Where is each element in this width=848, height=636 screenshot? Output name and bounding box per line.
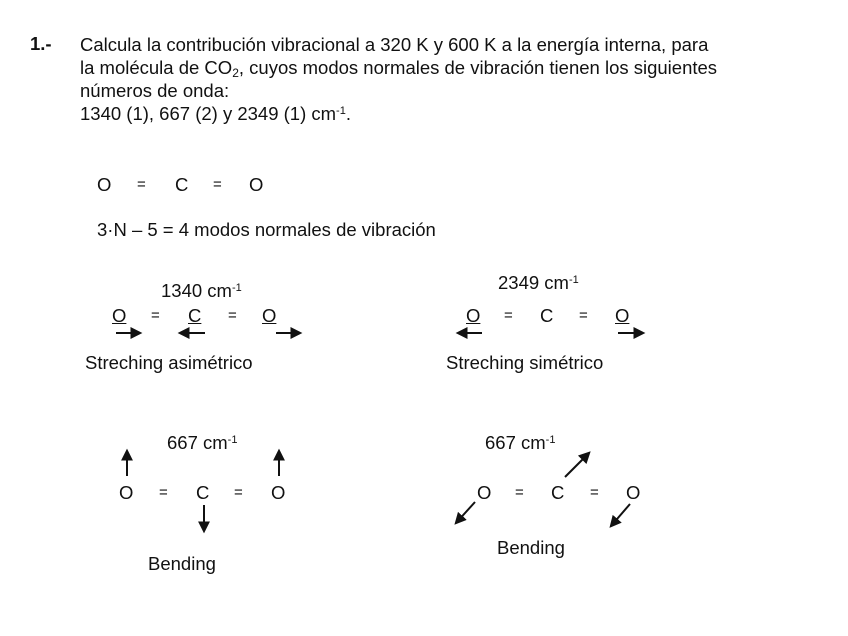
mode-frequency: 1340 cm-1 [161,280,242,301]
mode-caption: Bending [148,553,216,574]
double-bond: = [579,307,588,324]
carbon-atom: C [196,482,210,503]
oxygen-atom: O [119,482,134,503]
double-bond: = [151,307,160,324]
oxygen-atom-right: O [249,174,264,195]
double-bond: = [590,484,599,501]
mode-caption: Streching simétrico [446,352,604,373]
carbon-atom: C [551,482,565,503]
oxygen-atom-left: O [97,174,112,195]
up-right-arrow [564,451,591,478]
mode-frequency: 667 cm-1 [485,432,556,453]
carbon-atom: C [188,305,202,326]
double-bond: = [228,307,237,324]
carbon-atom: C [540,305,554,326]
oxygen-atom: O [615,305,630,326]
oxygen-atom: O [626,482,641,503]
oxygen-atom: O [271,482,286,503]
mode-caption: Streching asimétrico [85,352,253,373]
statement-line-4: 1340 (1), 667 (2) y 2349 (1) cm-1. [80,103,351,124]
down-left-arrow [454,501,476,525]
modes-formula: 3·N – 5 = 4 modos normales de vibración [97,219,436,240]
double-bond-right: = [213,176,222,193]
oxygen-atom: O [466,305,481,326]
problem-number: 1.- [30,33,52,54]
double-bond: = [504,307,513,324]
double-bond-left: = [137,176,146,193]
statement-line-3: números de onda: [80,80,230,101]
double-bond: = [515,484,524,501]
mode-frequency: 667 cm-1 [167,432,238,453]
oxygen-atom: O [477,482,492,503]
problem-statement: Calcula la contribución vibracional a 32… [80,33,825,125]
double-bond: = [234,484,243,501]
mode-caption: Bending [497,537,565,558]
carbon-atom: C [175,174,189,195]
double-bond: = [159,484,168,501]
statement-line-1: Calcula la contribución vibracional a 32… [80,34,709,55]
oxygen-atom: O [112,305,127,326]
mode-frequency: 2349 cm-1 [498,272,579,293]
down-left-arrow [609,503,631,528]
oxygen-atom: O [262,305,277,326]
statement-line-2: la molécula de CO2, cuyos modos normales… [80,57,718,80]
